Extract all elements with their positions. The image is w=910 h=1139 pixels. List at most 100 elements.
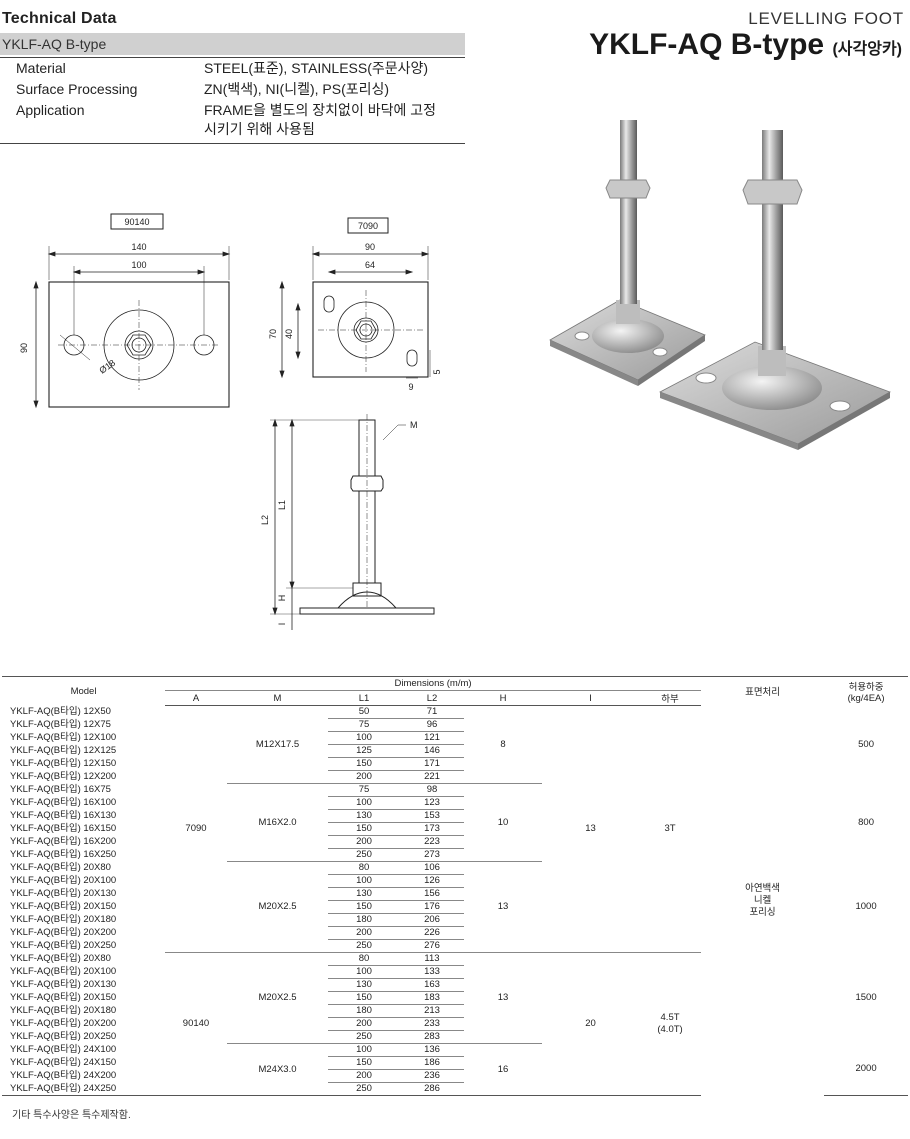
table-cell: YKLF-AQ(B타입) 24X250 [2, 1082, 165, 1096]
spec-row-surface: Surface Processing ZN(백색), NI(니켈), PS(포리… [0, 79, 465, 100]
spec-label: Surface Processing [16, 81, 138, 97]
cell-l1: 50 [328, 705, 400, 719]
cell-m: M20X2.5 [227, 952, 328, 1044]
product-title-suffix: (사각앙카) [832, 41, 902, 58]
table-cell: YKLF-AQ(B타입) 12X150 [10, 758, 117, 769]
svg-text:100: 100 [131, 260, 146, 270]
table-cell: A M L1 L2 H I 하부 [2, 690, 908, 706]
cell-m: M20X2.5 [227, 861, 328, 953]
svg-text:140: 140 [131, 242, 146, 252]
col-dimensions: Dimensions (m/m) [165, 676, 702, 691]
svg-text:L1: L1 [277, 500, 287, 510]
table-cell: 150 [328, 757, 400, 771]
table-cell: 250 [328, 939, 400, 953]
table-cell: 186 [400, 1056, 464, 1070]
cell-load: 1500 [855, 992, 877, 1003]
table-cell: YKLF-AQ(B타입) 12X125 [10, 745, 117, 756]
svg-text:Ø18: Ø18 [97, 358, 117, 376]
table-cell: YKLF-AQ(B타입) 12X75 [10, 719, 111, 730]
table-cell: YKLF-AQ(B타입) 20X250 [10, 940, 117, 951]
table-cell: 200 [328, 835, 400, 849]
table-cell: 200 [328, 926, 400, 940]
table-cell: 213 [400, 1004, 464, 1018]
svg-text:5: 5 [432, 369, 442, 374]
table-cell: 75 [328, 783, 400, 797]
table-cell: YKLF-AQ(B타입) 20X150 [10, 901, 117, 912]
table-cell: Model Dimensions (m/m) 표면처리 허용하중(kg/4EA) [2, 676, 909, 706]
svg-text:90: 90 [19, 343, 29, 353]
col-model: Model [2, 676, 165, 706]
cell-bottom: 4.5T(4.0T) [639, 952, 702, 1096]
table-cell: YKLF-AQ(B타입) 20X100 [10, 875, 117, 886]
table-cell: 156 [400, 887, 464, 901]
table-cell: YKLF-AQ(B타입) 16X75 [10, 784, 111, 795]
cell-load: 800 [858, 816, 874, 828]
cell-h: 16 [464, 1043, 542, 1096]
table-cell: 98 [400, 783, 464, 797]
col-bottom: 하부 [639, 690, 702, 706]
col-l1: L1 [328, 690, 400, 706]
table-cell: 80 [328, 952, 400, 966]
table-cell: YKLF-AQ(B타입) 20X180 [10, 914, 117, 925]
col-load: 허용하중(kg/4EA) [824, 676, 909, 706]
table-cell: YKLF-AQ(B타입) 12X200 [10, 771, 117, 782]
table-cell: YKLF-AQ(B타입) 20X150 [10, 992, 117, 1003]
cell-i: 13 [542, 705, 639, 953]
table-cell: 221 [400, 770, 464, 784]
table-cell: 80 [328, 861, 400, 875]
table-cell: YKLF-AQ(B타입) 16X250 [10, 849, 117, 860]
cell-h: 10 [464, 783, 542, 862]
table-cell: 121 [400, 731, 464, 745]
product-category: LEVELLING FOOT [748, 9, 904, 28]
table-cell: 276 [400, 939, 464, 953]
table-cell: 150 [328, 900, 400, 914]
svg-text:9: 9 [408, 382, 413, 392]
table-cell: 106 [400, 861, 464, 875]
cell-load: 1000 [855, 901, 877, 912]
cell-a: 90140 [165, 952, 227, 1096]
spec-value: STEEL(표준), STAINLESS(주문사양) [196, 57, 465, 79]
col-surface: 표면처리 [701, 676, 825, 706]
table-cell: YKLF-AQ(B타입) 12X100 [10, 732, 117, 743]
table-cell: YKLF-AQ(B타입) 24X100 [10, 1044, 117, 1055]
technical-drawing: 90140 140 100 90 Ø18 7090 90 64 70 [19, 213, 442, 630]
table-cell: 153 [400, 809, 464, 823]
cell-m: M12X17.5 [227, 705, 328, 784]
table-cell: YKLF-AQ(B타입) 20X130 [10, 979, 117, 990]
col-i: I [542, 690, 639, 706]
svg-text:64: 64 [365, 260, 375, 270]
table-cell: 250 [328, 1030, 400, 1044]
cell-bottom: 3T [639, 705, 702, 953]
svg-text:M: M [410, 420, 418, 430]
table-cell: 223 [400, 835, 464, 849]
table-cell: 176 [400, 900, 464, 914]
table-cell: 100 [328, 1043, 400, 1057]
table-cell: 123 [400, 796, 464, 810]
cell-i: 20 [542, 952, 639, 1096]
col-a: A [165, 690, 227, 706]
table-cell: YKLF-AQ(B타입) 24X200 [10, 1070, 117, 1081]
table-cell: 133 [400, 965, 464, 979]
table-cell: 226 [400, 926, 464, 940]
table-cell: 171 [400, 757, 464, 771]
cell-m: M24X3.0 [227, 1043, 328, 1096]
table-cell: YKLF-AQ(B타입) 16X150 [10, 823, 117, 834]
